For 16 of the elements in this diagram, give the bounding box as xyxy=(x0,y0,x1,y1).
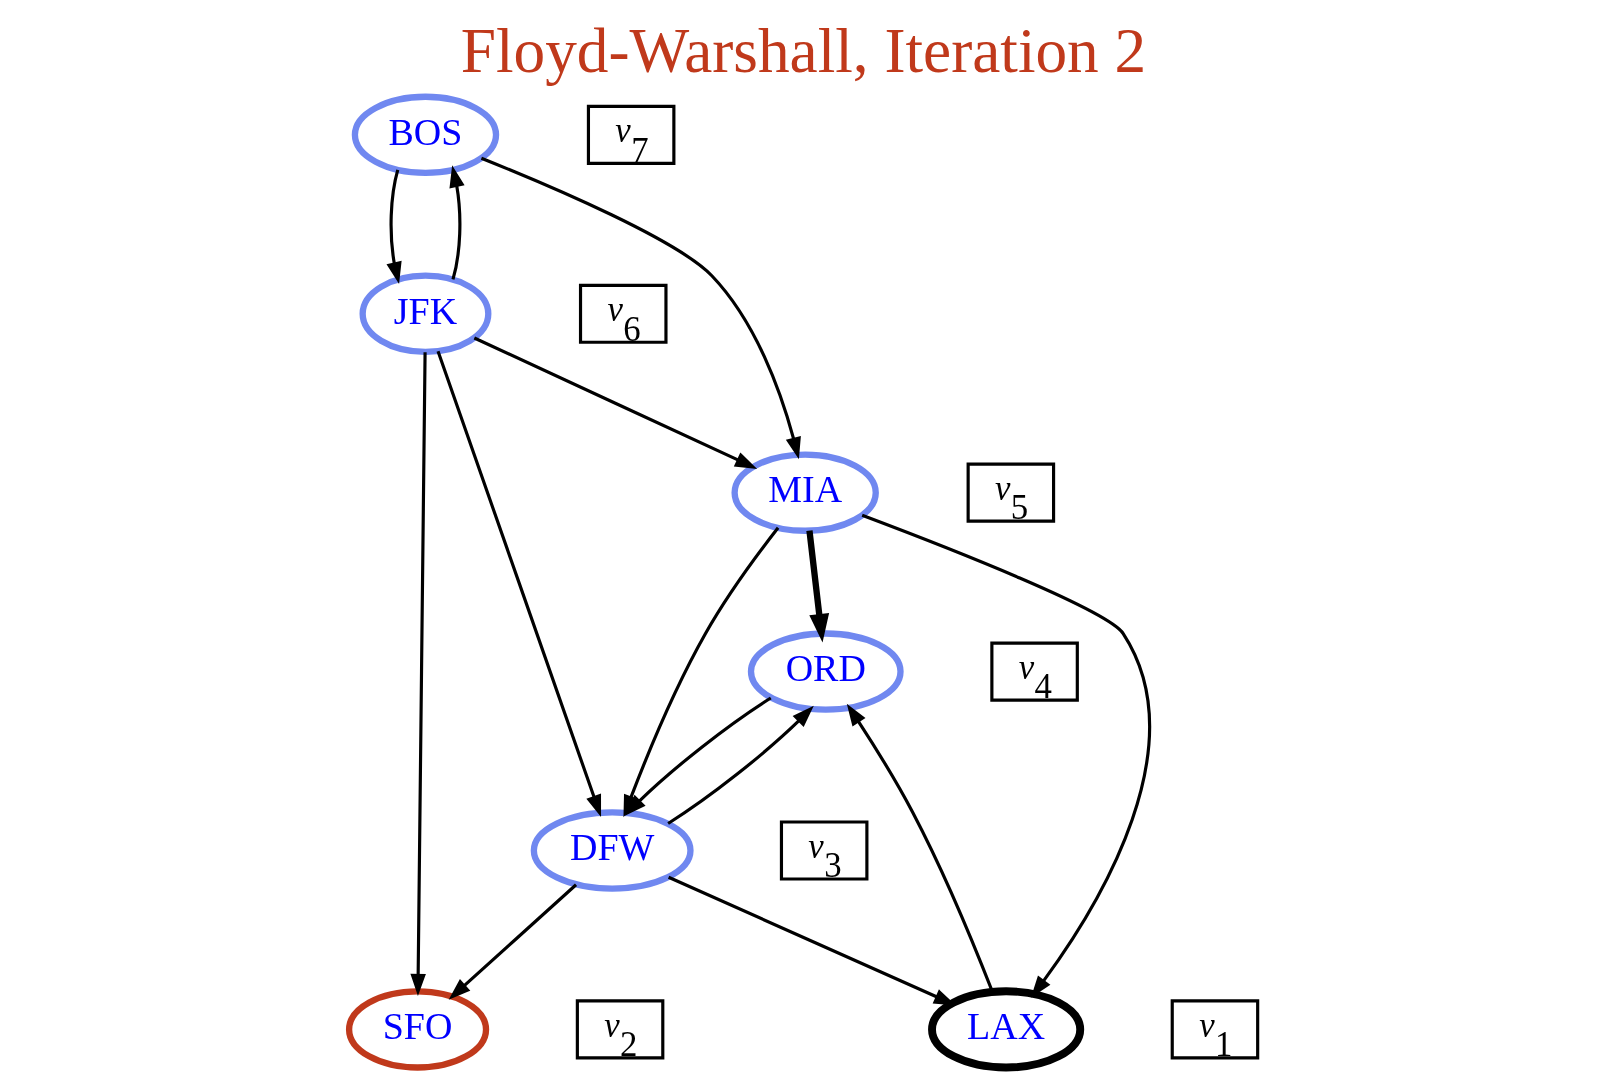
node-ellipse: SFO xyxy=(345,988,489,1071)
arrow xyxy=(861,513,1151,998)
arrow xyxy=(409,352,427,996)
arrow xyxy=(448,883,577,1000)
arrow xyxy=(386,169,402,285)
arrow xyxy=(436,350,601,818)
arrow xyxy=(805,530,829,643)
arrow xyxy=(448,165,465,280)
node-ellipse: DFW xyxy=(530,809,694,892)
arrow xyxy=(480,156,801,460)
arrow xyxy=(473,336,757,469)
node-ellipse: JFK xyxy=(359,272,491,356)
node-ellipse: BOS xyxy=(351,93,499,177)
node-ellipse: ORD xyxy=(747,630,904,713)
arrow xyxy=(666,705,814,825)
diagram-title: Floyd-Warshall, Iteration 2 xyxy=(460,15,1146,86)
